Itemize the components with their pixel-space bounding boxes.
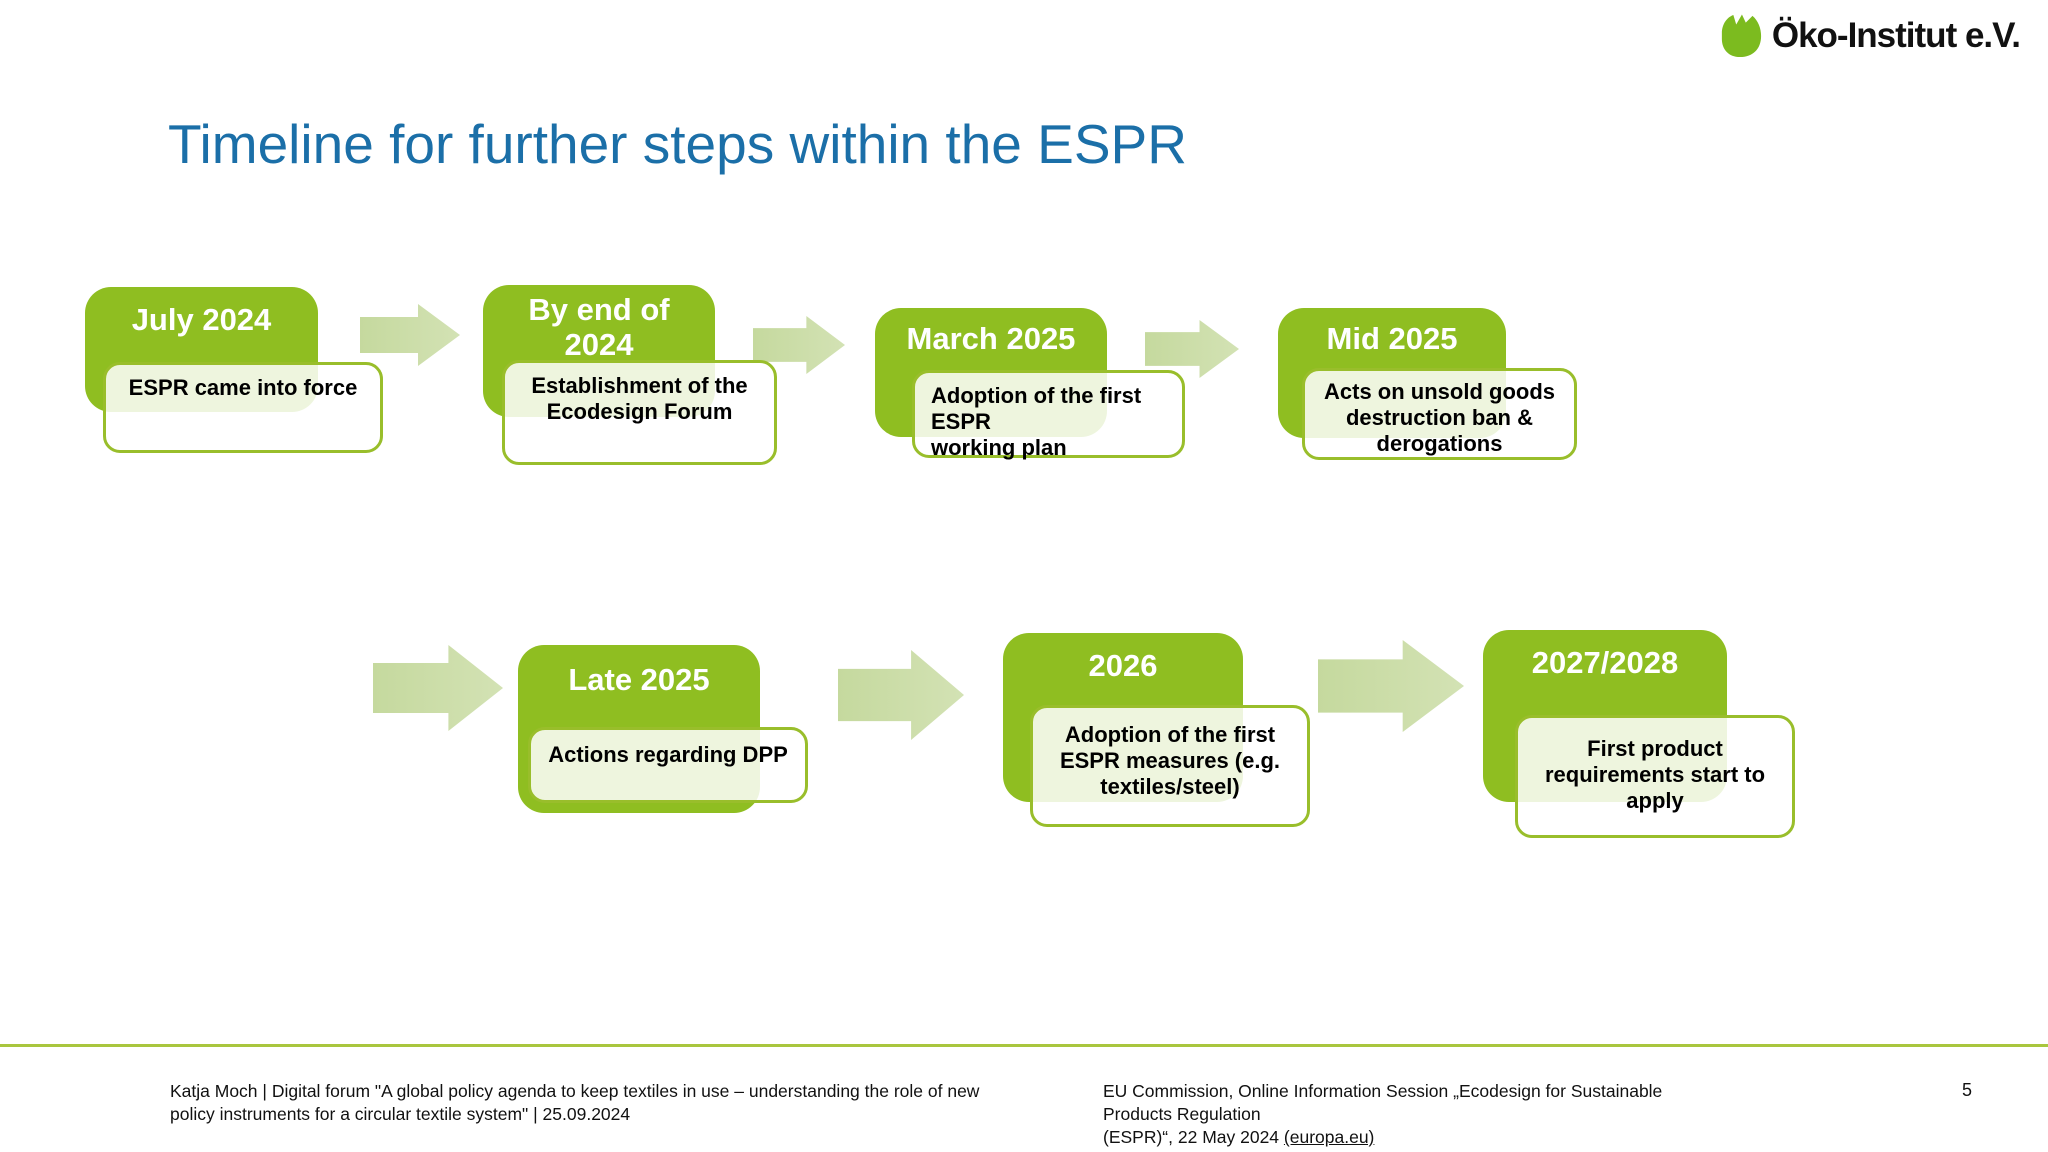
- footer-right-line2: (ESPR)“, 22 May 2024 (europa.eu): [1103, 1126, 1723, 1149]
- logo-text: Öko-Institut e.V.: [1771, 16, 2021, 55]
- footer-divider: [0, 1044, 2048, 1047]
- footer-left-line1: Katja Moch | Digital forum "A global pol…: [170, 1081, 980, 1101]
- milestone-description: First product requirements start to appl…: [1544, 736, 1766, 813]
- arrow-right-icon: [838, 650, 964, 740]
- milestone-period: 2027/2028: [1531, 645, 1679, 680]
- footer-right-text: EU Commission, Online Information Sessio…: [1103, 1080, 1723, 1149]
- milestone-description-box: ESPR came into force: [103, 362, 383, 453]
- milestone-description-box: First product requirements start to appl…: [1515, 715, 1795, 838]
- milestone-period: Late 2025: [568, 662, 710, 697]
- milestone-period: July 2024: [131, 302, 272, 337]
- milestone-description: ESPR came into force: [128, 375, 358, 400]
- logo: Öko-Institut e.V.: [1719, 12, 2021, 60]
- milestone-description: Acts on unsold goods destruction ban & d…: [1324, 379, 1555, 456]
- milestone-description-box: Adoption of the first ESPR working plan: [912, 370, 1185, 460]
- milestone-description: Adoption of the first ESPR measures (e.g…: [1059, 722, 1281, 799]
- milestone-description-box: Establishment of the Ecodesign Forum: [502, 360, 777, 465]
- footer-right-line2-text: (ESPR)“, 22 May 2024: [1103, 1127, 1284, 1147]
- milestone-description: Establishment of the Ecodesign Forum: [531, 373, 748, 424]
- page-title: Timeline for further steps within the ES…: [168, 113, 1187, 175]
- milestone-period: Mid 2025: [1326, 321, 1458, 356]
- arrow-right-icon: [1318, 640, 1464, 732]
- milestone-period: March 2025: [906, 321, 1076, 356]
- milestone-description: Adoption of the first ESPR working plan: [931, 383, 1142, 460]
- milestone-period: By end of 2024: [528, 292, 670, 362]
- footer-left-text: Katja Moch | Digital forum "A global pol…: [170, 1080, 979, 1126]
- milestone-description-box: Acts on unsold goods destruction ban & d…: [1302, 368, 1577, 460]
- milestone-description-box: Actions regarding DPP: [528, 727, 808, 803]
- milestone-period: 2026: [1088, 648, 1158, 683]
- footer-right-line1: EU Commission, Online Information Sessio…: [1103, 1081, 1663, 1124]
- oeko-institut-leaf-icon: [1721, 14, 1761, 58]
- arrow-right-icon: [373, 645, 503, 731]
- milestone-description-box: Adoption of the first ESPR measures (e.g…: [1030, 705, 1310, 827]
- milestone-description: Actions regarding DPP: [548, 742, 788, 767]
- footer-left-line2: policy instruments for a circular textil…: [170, 1104, 631, 1124]
- europa-eu-link[interactable]: (europa.eu): [1283, 1127, 1375, 1147]
- arrow-right-icon: [360, 304, 460, 366]
- page-number: 5: [1962, 1080, 1973, 1100]
